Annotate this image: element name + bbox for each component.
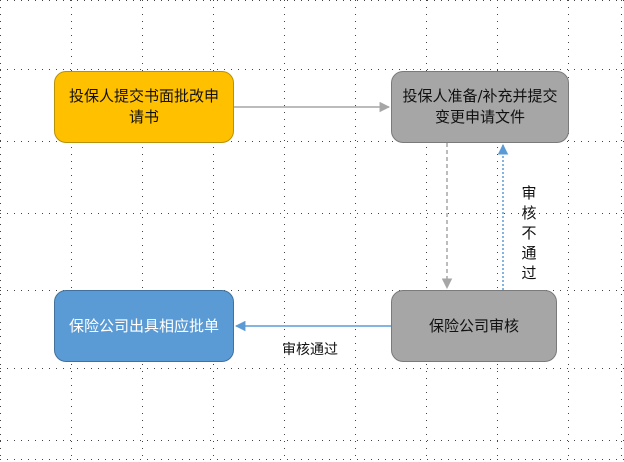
node-insurer-review-label: 保险公司审核 bbox=[428, 316, 519, 335]
node-issue-endorsement: 保险公司出具相应批单 bbox=[54, 290, 234, 362]
edge-label-review-passed: 审核通过 bbox=[282, 342, 338, 358]
node-prepare-documents: 投保人准备/补充并提交变更申请文件 bbox=[391, 71, 569, 143]
node-submit-application-label: 投保人提交书面批改申请书 bbox=[68, 87, 219, 126]
node-prepare-documents-label: 投保人准备/补充并提交变更申请文件 bbox=[402, 87, 558, 126]
node-insurer-review: 保险公司审核 bbox=[391, 290, 557, 362]
node-submit-application: 投保人提交书面批改申请书 bbox=[54, 71, 234, 143]
edge-label-review-failed: 审核不通过 bbox=[521, 184, 537, 282]
node-issue-endorsement-label: 保险公司出具相应批单 bbox=[68, 316, 219, 335]
